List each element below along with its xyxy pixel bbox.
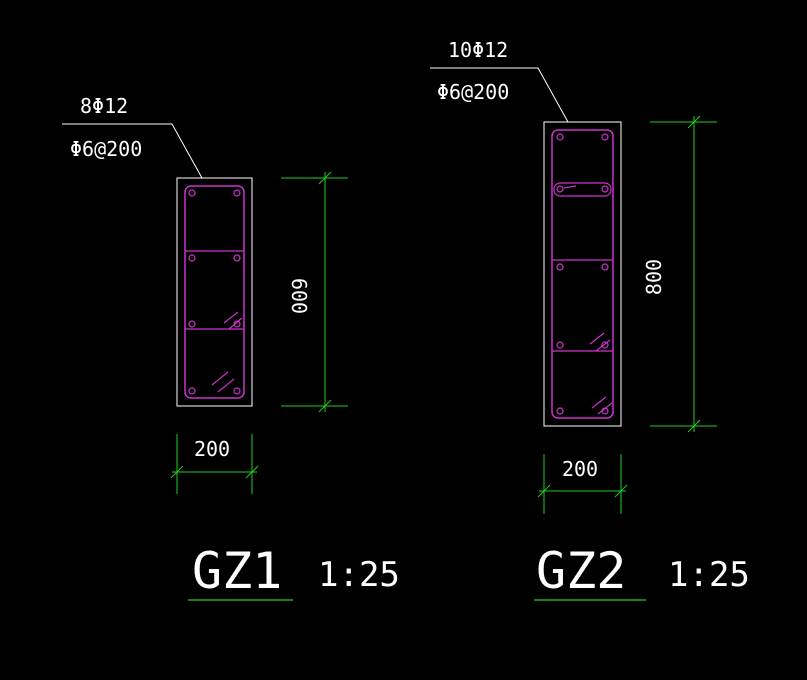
- gz2-rebar: [556, 407, 564, 415]
- gz1-rebar: [233, 387, 241, 395]
- gz2-width-dimension: [537, 454, 628, 514]
- gz1-rebar: [233, 254, 241, 262]
- gz2-leader-line: [430, 67, 569, 123]
- gz1-scale: 1:25: [318, 555, 400, 595]
- gz1-rebar: [188, 387, 196, 395]
- gz2-rebar: [601, 185, 609, 193]
- gz2-rebar: [556, 133, 564, 141]
- gz2-concrete-outline: [543, 121, 622, 427]
- gz2-rebars: [556, 133, 609, 415]
- gz2-section: 10Φ12 Φ6@200: [430, 38, 750, 601]
- gz1-height-dimension: [281, 171, 348, 413]
- gz2-stirrup-label: Φ6@200: [437, 80, 509, 104]
- gz2-rebar: [556, 185, 564, 193]
- gz1-longitudinal-rebar-label: 8Φ12: [80, 94, 128, 118]
- gz1-height-dim-text: 600: [287, 278, 311, 314]
- gz1-rebar: [233, 189, 241, 197]
- gz1-rebar: [188, 189, 196, 197]
- gz1-rebars: [188, 189, 241, 395]
- gz2-rebar: [556, 263, 564, 271]
- gz1-section: 8Φ12 Φ6@200: [62, 94, 400, 601]
- gz1-concrete-outline: [176, 177, 253, 407]
- gz1-leader-line: [62, 123, 203, 179]
- gz1-hooks: [211, 311, 243, 393]
- gz1-width-dim-text: 200: [194, 437, 230, 461]
- gz2-rebar: [601, 341, 609, 349]
- gz1-rebar: [188, 254, 196, 262]
- gz2-inner-tie: [553, 182, 612, 197]
- gz2-stirrup: [551, 129, 614, 419]
- gz2-height-dim-text: 800: [642, 259, 666, 295]
- gz1-title: GZ1: [192, 542, 282, 600]
- gz1-rebar: [188, 320, 196, 328]
- gz2-title: GZ2: [536, 542, 626, 600]
- gz2-scale: 1:25: [668, 555, 750, 595]
- gz1-stirrup: [184, 185, 245, 399]
- gz2-height-dimension: [650, 115, 717, 433]
- gz2-rebar: [601, 263, 609, 271]
- gz2-rebar: [601, 133, 609, 141]
- gz1-stirrup-label: Φ6@200: [70, 137, 142, 161]
- gz2-rebar: [556, 341, 564, 349]
- gz2-hooks: [563, 185, 613, 415]
- gz1-width-dimension: [170, 434, 259, 494]
- gz2-width-dim-text: 200: [562, 457, 598, 481]
- gz2-longitudinal-rebar-label: 10Φ12: [448, 38, 508, 62]
